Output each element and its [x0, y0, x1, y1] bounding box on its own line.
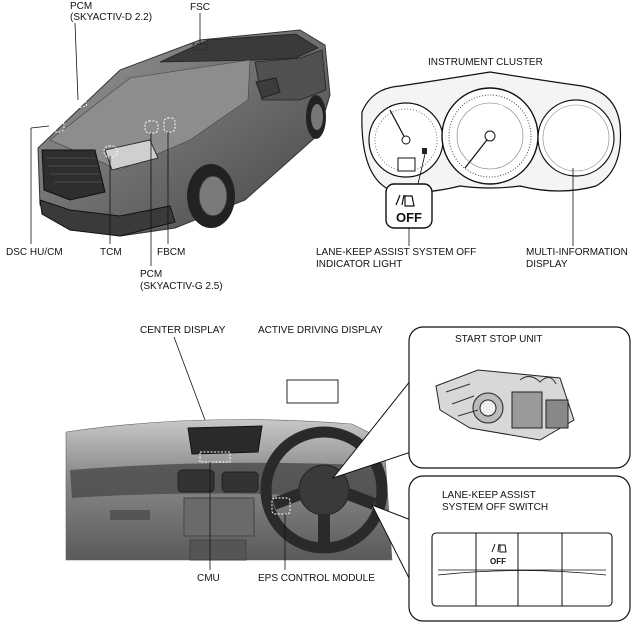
dashboard-icon — [65, 419, 393, 561]
switch-off-glyph: OFF — [490, 557, 506, 566]
cmu-label: CMU — [197, 573, 220, 584]
pcm-gas-label: PCM — [140, 269, 162, 280]
mid-label-1: MULTI-INFORMATION — [526, 247, 628, 258]
dsc-label: DSC HU/CM — [6, 247, 63, 258]
instrument-cluster-icon — [361, 71, 622, 193]
active-driving-display-box — [286, 379, 339, 404]
lane-keep-off-icon: OFF — [385, 183, 433, 229]
off-glyph: OFF — [396, 210, 422, 225]
pcm-diesel-sublabel: (SKYACTIV-D 2.2) — [70, 12, 152, 23]
pcm-gas-sublabel: (SKYACTIV-G 2.5) — [140, 281, 223, 292]
lkas-light-label-2: INDICATOR LIGHT — [316, 259, 402, 270]
switch-panel-icon: OFF — [431, 532, 613, 607]
fsc-label: FSC — [190, 2, 210, 13]
mid-label-2: DISPLAY — [526, 259, 568, 270]
pcm-diesel-label: PCM — [70, 1, 92, 12]
tcm-label: TCM — [100, 247, 122, 258]
fbcm-label: FBCM — [157, 247, 185, 258]
car-icon — [37, 29, 331, 237]
start-stop-unit-icon — [435, 369, 575, 441]
eps-label: EPS CONTROL MODULE — [258, 573, 375, 584]
center-display-label: CENTER DISPLAY — [140, 325, 226, 336]
instrument-cluster-title: INSTRUMENT CLUSTER — [428, 57, 543, 68]
start-stop-label: START STOP UNIT — [455, 334, 542, 345]
lkas-switch-label-1: LANE-KEEP ASSIST — [442, 490, 536, 501]
active-driving-display-label: ACTIVE DRIVING DISPLAY — [258, 325, 383, 336]
lkas-light-label-1: LANE-KEEP ASSIST SYSTEM OFF — [316, 247, 476, 258]
lkas-switch-label-2: SYSTEM OFF SWITCH — [442, 502, 548, 513]
